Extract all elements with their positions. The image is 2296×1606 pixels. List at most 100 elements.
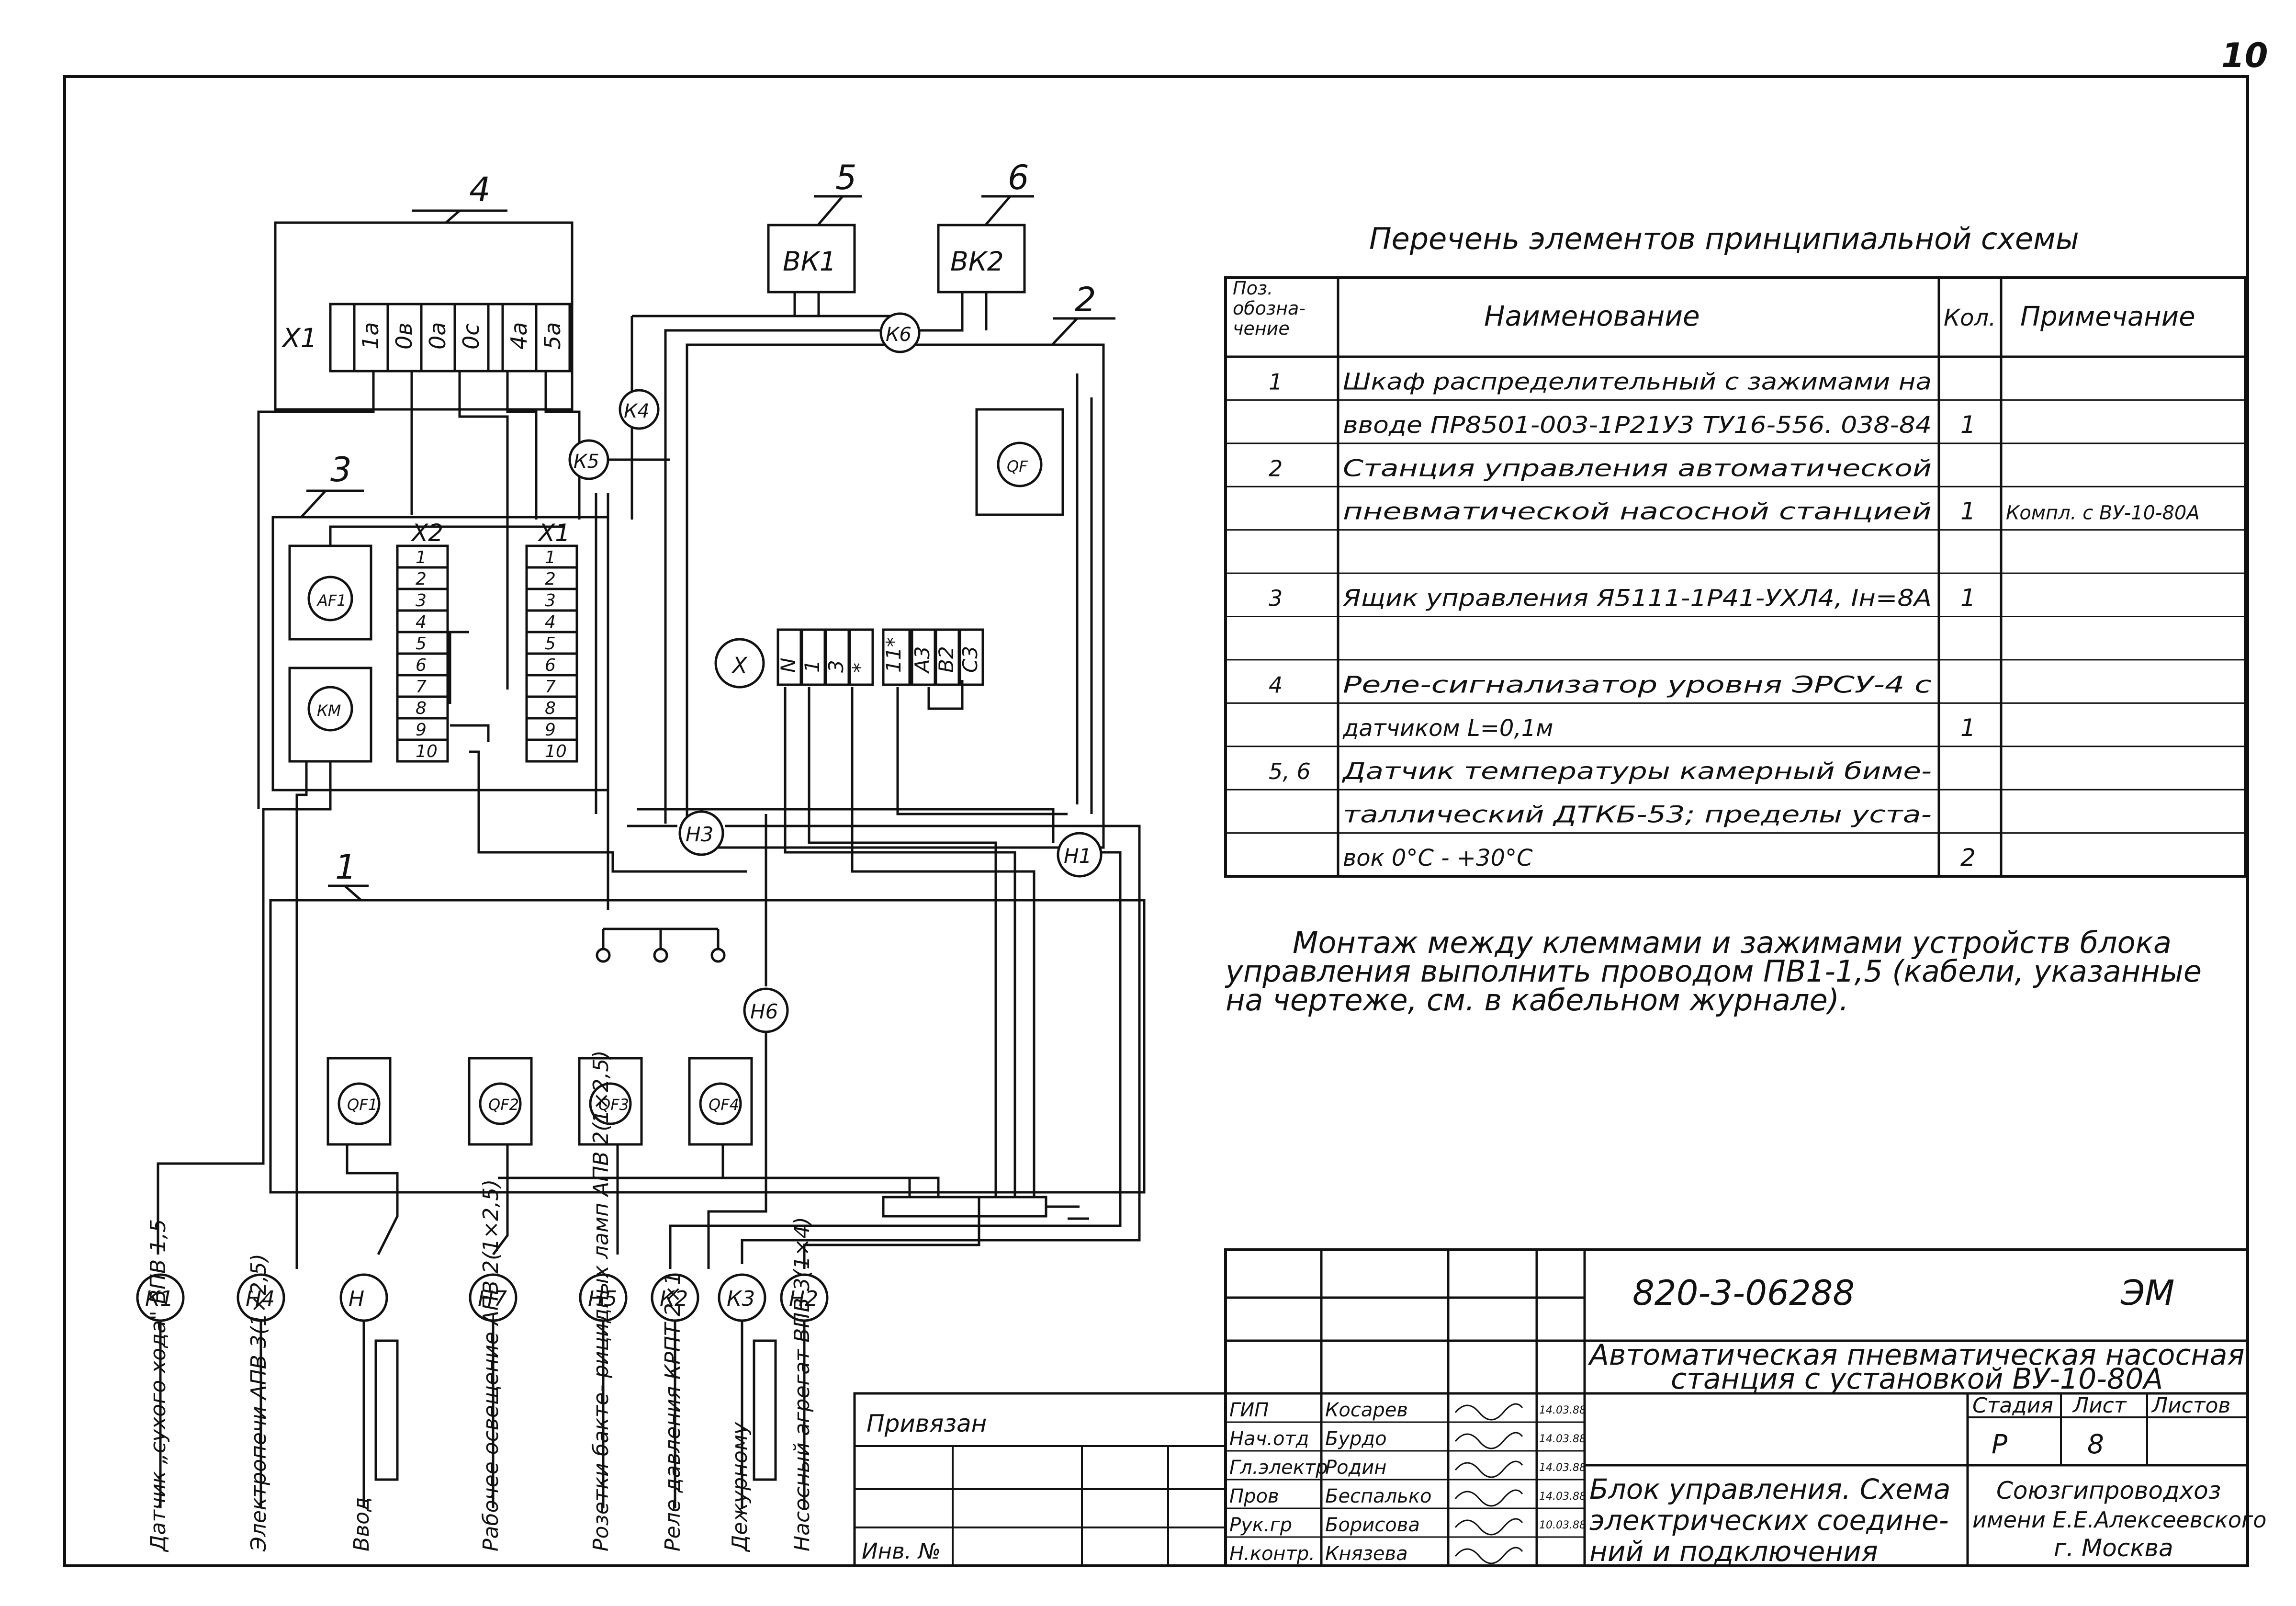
- table-grid: [1226, 278, 2245, 876]
- org-line-2: имени Е.Е.Алексеевского: [1972, 1507, 2266, 1533]
- terminal-number: 5: [545, 634, 556, 654]
- station-terminal-cell: [800, 628, 826, 686]
- terminal-cell: [396, 631, 449, 655]
- cable-marker: [780, 1273, 829, 1322]
- signature-name: Родин: [1325, 1457, 1386, 1479]
- sheet-title-2: электрических соедине-: [1589, 1504, 1949, 1537]
- station-terminal-label: 1: [800, 660, 824, 673]
- terminal-number: 3: [416, 591, 427, 611]
- row-name: Датчик температуры камерный биме-: [1341, 758, 1932, 785]
- signature-role: Пров: [1229, 1485, 1279, 1507]
- svg-text:К4: К4: [624, 400, 650, 422]
- sheet-title-1: Блок управления. Схема: [1589, 1473, 1951, 1505]
- sheet-number-corner: 10: [2221, 36, 2268, 75]
- signature-name: Косарев: [1325, 1399, 1408, 1421]
- cable-marker-h3: Н3: [678, 810, 724, 856]
- cable-marker-label: К1: [145, 1287, 173, 1311]
- cable-marker: [136, 1273, 185, 1322]
- cable-marker: [651, 1273, 699, 1322]
- terminal-number: 1: [416, 548, 427, 567]
- row-qty: 1: [1960, 411, 1976, 439]
- row-name: Станция управления автоматической: [1343, 455, 1932, 482]
- signature-role: Гл.электр: [1229, 1457, 1328, 1479]
- sensor-5-number: 5: [835, 158, 857, 197]
- row-pos: 5, 6: [1269, 758, 1311, 784]
- row-pos: 3: [1269, 586, 1283, 611]
- inv-label: Инв. №: [862, 1538, 941, 1564]
- row-name: Реле-сигнализатор уровня ЭРСУ-4 с: [1343, 671, 1932, 698]
- station-terminal-label: С3: [958, 646, 982, 673]
- block-1-label: 1: [335, 848, 357, 887]
- note-line-3: на чертеже, см. в кабельном журнале).: [1226, 983, 1849, 1018]
- sensor-6-number: 6: [1008, 158, 1029, 197]
- terminal-cell: [396, 609, 449, 633]
- table-row: вводе ПР8501-003-1Р21У3 ТУ16-556. 038-84…: [1343, 411, 1976, 439]
- cable-marker-label: Н2: [789, 1287, 818, 1311]
- signature-row: Н.контр.Князева: [1229, 1543, 1523, 1565]
- terminal-4-cell: [535, 303, 571, 373]
- terminal-number: 6: [416, 656, 427, 675]
- breaker-label: QF1: [347, 1096, 378, 1114]
- terminal-number: 9: [416, 720, 427, 740]
- terminal-number: 7: [416, 677, 427, 697]
- cable-purpose-label: Ввод: [349, 1497, 374, 1551]
- station-terminal-label: В2: [934, 646, 958, 673]
- cable-marker-k6: К6: [879, 312, 921, 353]
- signature-scribble: [1454, 1547, 1523, 1564]
- terminal-number: 10: [545, 742, 567, 761]
- input-cable-box: [374, 1339, 399, 1481]
- terminal-cell: [525, 631, 578, 655]
- row-qty: 1: [1960, 584, 1976, 612]
- station-terminal-cell: [848, 628, 874, 686]
- svg-text:Н6: Н6: [750, 1000, 778, 1023]
- project-title-2: станция с установкой ВУ-10-80А: [1671, 1362, 2163, 1396]
- terminal-number: 9: [545, 720, 556, 740]
- terminal-number: 3: [545, 591, 556, 611]
- station-terminal-cell: [882, 628, 911, 686]
- cable-marker-label: Н4: [246, 1287, 275, 1311]
- row-name: вок 0°С - +30°С: [1343, 845, 1533, 871]
- svg-text:К5: К5: [574, 451, 599, 473]
- header-pos-part: чение: [1233, 318, 1290, 339]
- terminal-cell: [525, 544, 578, 569]
- terminal-number: 10: [416, 742, 438, 761]
- breaker-qf-label: QF: [1007, 457, 1028, 475]
- terminal-block-x2-name: X2: [410, 519, 443, 547]
- signature-date: 14.03.88: [1539, 1491, 1586, 1503]
- cable-marker: [579, 1273, 628, 1322]
- signature-scribble: [1454, 1460, 1523, 1478]
- note-line-2: управления выполнить проводом ПВ1-1,5 (к…: [1225, 954, 2202, 989]
- elements-list: Перечень элементов принципиальной схемы …: [1224, 221, 2247, 878]
- sheets-header: Листов: [2151, 1393, 2230, 1418]
- cable-marker: [236, 1273, 285, 1322]
- terminal-4-label: 0в: [391, 323, 417, 350]
- terminal-cell: [525, 566, 578, 590]
- cable-marker: [339, 1273, 388, 1322]
- cable-purpose-label: Реле давления КРПТ 2×1: [661, 1272, 685, 1551]
- sensor-5: 5 ВК1: [767, 158, 862, 294]
- terminal-4-label: 0с: [458, 323, 484, 350]
- block-3-label: 3: [330, 450, 352, 489]
- cable-purpose-label: Электропечи АПВ 3(1×2,5): [247, 1254, 271, 1552]
- terminal-4-label: 5а: [540, 322, 565, 350]
- cable-purpose-label: Насосный агрегат ВПВ 3(1×4): [790, 1217, 814, 1551]
- terminal-4-label: 1а: [358, 322, 383, 350]
- terminal-4-cell: [386, 303, 423, 373]
